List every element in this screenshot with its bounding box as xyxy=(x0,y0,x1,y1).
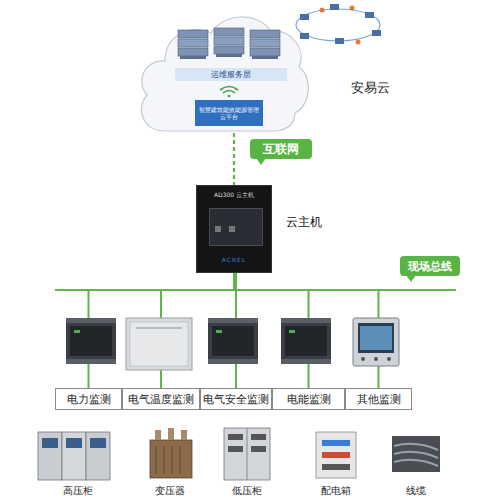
user-network-icon xyxy=(296,4,381,45)
bus-drop-line xyxy=(89,273,235,388)
low-voltage-cabinet xyxy=(224,428,270,480)
bus-drop-line xyxy=(161,273,234,388)
cloud-host-box: AD300 云主机ACREL云主机 xyxy=(196,185,272,273)
equipment-label: 配电箱 xyxy=(310,484,362,498)
node-text: 其他监测 xyxy=(357,392,401,407)
node-text: 安易云 xyxy=(351,79,390,97)
equipment-label: 变压器 xyxy=(145,484,195,498)
node-text: 互联网 xyxy=(263,141,299,158)
internet-link xyxy=(233,133,235,185)
equipment-label: 高压柜 xyxy=(40,484,116,498)
bus-drop-line xyxy=(234,273,309,388)
node-text: 电力监测 xyxy=(67,392,111,407)
node-text: 云主机 xyxy=(286,214,322,231)
host-button xyxy=(229,226,235,232)
node-text: 智慧建筑能效能源管理云平台 xyxy=(197,106,261,121)
callout-box: 现场总线 xyxy=(400,256,460,276)
equipment-label: 低压柜 xyxy=(222,484,272,498)
bus-drop-line xyxy=(234,273,379,388)
node-text: 运维服务层 xyxy=(211,69,251,80)
node-text: 现场总线 xyxy=(408,259,452,274)
power-monitor-device xyxy=(66,318,116,364)
node-text: AD300 云主机 xyxy=(197,191,271,200)
temperature-monitor-device xyxy=(126,318,192,370)
distribution-box xyxy=(316,432,356,478)
meter-device xyxy=(353,318,399,366)
cloud-shape: 安易云运维服务层智慧建筑能效能源管理云平台 xyxy=(135,5,310,133)
monitor-label-box: 电力监测 xyxy=(55,388,122,410)
cable-tray xyxy=(392,436,440,472)
monitor-label-box: 电气安全监测 xyxy=(200,388,272,410)
bus-drop-line xyxy=(235,273,237,388)
high-voltage-cabinet xyxy=(38,432,110,480)
monitor-label-box: 其他监测 xyxy=(345,388,412,410)
service-layer-band: 运维服务层 xyxy=(175,68,287,81)
platform-box: 智慧建筑能效能源管理云平台 xyxy=(195,100,263,126)
energy-monitor-device xyxy=(281,318,331,364)
host-button xyxy=(215,226,221,232)
monitor-label-box: 电能监测 xyxy=(272,388,345,410)
node-text: 电气安全监测 xyxy=(203,392,269,407)
safety-monitor-device xyxy=(208,318,258,364)
field-bus-line xyxy=(55,289,456,291)
node-text: 电气温度监测 xyxy=(128,392,194,407)
callout-box: 互联网 xyxy=(250,139,312,159)
transformer xyxy=(150,428,192,478)
node-text: 电能监测 xyxy=(287,392,331,407)
equipment-label: 线缆 xyxy=(390,484,442,498)
node-text: ACREL xyxy=(197,256,271,263)
monitor-label-box: 电气温度监测 xyxy=(122,388,200,410)
